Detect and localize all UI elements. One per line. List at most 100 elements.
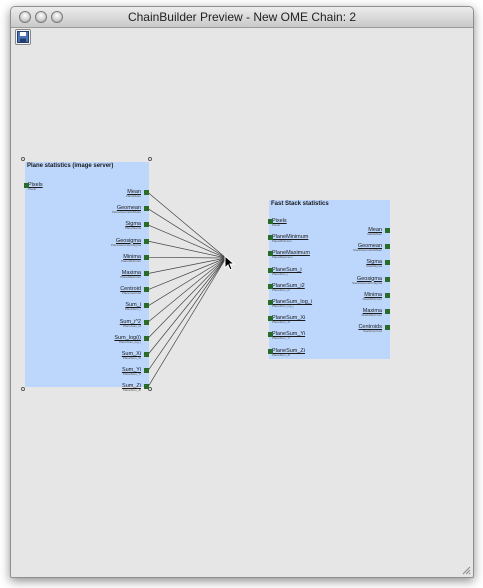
input-port[interactable] — [268, 251, 273, 257]
link-line — [147, 257, 227, 339]
output-port-type: StackGeometricSigma — [352, 280, 382, 285]
output-port-type: PlaneMean — [125, 194, 141, 198]
output-port-label: Geosigma — [115, 237, 141, 244]
input-port[interactable] — [268, 348, 273, 354]
output-port-label: Mean — [368, 227, 382, 233]
output-port-type: PlaneSum_Xi — [122, 356, 141, 360]
output-port-label: Sum_Yi — [121, 367, 141, 374]
output-port-label: Geomean — [116, 205, 141, 212]
output-port-type: PlaneSum_log_i — [119, 339, 141, 344]
output-port-label: Sum_Zi — [122, 383, 141, 390]
zoom-window-button[interactable] — [51, 11, 63, 23]
link-line — [147, 224, 227, 259]
output-port-type: PlaneSum_Yi — [122, 372, 141, 377]
input-port-label: Pixels — [272, 218, 287, 224]
module-title: Fast Stack statistics — [271, 201, 329, 207]
window-title: ChainBuilder Preview - New OME Chain: 2 — [127, 10, 357, 24]
input-port-type: PlaneSum_i — [272, 271, 289, 276]
window-titlebar[interactable]: ChainBuilder Preview - New OME Chain: 2 — [11, 7, 473, 28]
save-button[interactable] — [15, 29, 31, 45]
link-line — [147, 257, 227, 323]
output-port-label: Maxima — [121, 270, 141, 276]
output-port[interactable] — [144, 254, 149, 260]
link-line — [147, 257, 227, 307]
selection-handle[interactable] — [21, 157, 25, 161]
input-port[interactable] — [268, 332, 273, 338]
input-port[interactable] — [268, 235, 273, 241]
input-port-label: PlaneSum_log_i — [272, 299, 313, 305]
link-line — [147, 256, 227, 259]
chainbuilder-window: ChainBuilder Preview - New OME Chain: 2 … — [10, 6, 474, 578]
input-port-type: PlaneSum_Yi — [272, 336, 291, 341]
output-port[interactable] — [144, 222, 149, 228]
close-window-button[interactable] — [19, 11, 31, 23]
selection-handle[interactable] — [21, 387, 25, 391]
input-port[interactable] — [268, 300, 273, 305]
output-port-label: Sum_i — [125, 302, 141, 309]
link-line — [147, 192, 227, 259]
output-port[interactable] — [144, 287, 149, 293]
output-port-type: StackMaximum — [361, 313, 382, 317]
link-line — [147, 257, 227, 371]
link-line — [147, 257, 227, 355]
output-port-label: Sum_log(i) — [114, 334, 141, 341]
output-port-type: PlaneSum_i2 — [123, 323, 141, 328]
output-port-type: StackGeometricMean — [353, 248, 382, 253]
output-port-label: Sigma — [125, 221, 141, 228]
output-port[interactable] — [144, 368, 149, 374]
input-port[interactable] — [268, 316, 273, 322]
link-line — [147, 208, 227, 259]
output-port[interactable] — [144, 384, 149, 390]
selection-handle[interactable] — [148, 157, 152, 161]
output-port-label: Sigma — [366, 259, 382, 266]
output-port[interactable] — [385, 244, 390, 250]
output-port-label: Minima — [123, 253, 141, 260]
link-line — [147, 257, 227, 388]
output-port-label: Maxima — [362, 308, 382, 314]
output-port[interactable] — [144, 319, 149, 325]
output-port[interactable] — [144, 271, 149, 276]
link-line — [147, 257, 227, 291]
input-port-label: PlaneSum_Yi — [272, 331, 306, 338]
input-port-type: PlaneSum_i2 — [272, 287, 290, 292]
output-port-type: StackMean — [366, 232, 382, 236]
output-port[interactable] — [144, 206, 149, 212]
link-line — [147, 257, 227, 274]
input-port[interactable] — [24, 183, 29, 188]
input-port[interactable] — [268, 219, 273, 224]
output-port-type: PlaneMinimum — [121, 258, 141, 263]
output-port[interactable] — [385, 260, 390, 266]
output-port[interactable] — [144, 238, 149, 244]
input-port-label: PlaneSum_i — [272, 266, 302, 273]
input-port[interactable] — [268, 267, 273, 273]
output-port-label: Geomean — [357, 243, 382, 250]
input-port-type: PlaneSum_log_i — [272, 304, 294, 308]
input-port-type: PlaneSum_Zi — [272, 352, 291, 357]
output-port[interactable] — [385, 292, 390, 298]
output-port[interactable] — [385, 309, 390, 314]
resize-grip-icon[interactable] — [461, 565, 471, 575]
input-port-type: Pixels — [28, 187, 37, 191]
input-port[interactable] — [268, 283, 273, 289]
minimize-window-button[interactable] — [35, 11, 47, 23]
output-port-type: PlaneCentroid — [121, 291, 141, 296]
link-line — [147, 240, 227, 259]
output-port[interactable] — [144, 190, 149, 195]
output-port-type: StackMinimum — [362, 296, 382, 301]
output-port[interactable] — [385, 325, 390, 331]
floppy-disk-icon — [17, 31, 29, 43]
output-port-type: PlaneSum_i — [124, 307, 141, 312]
output-port[interactable] — [144, 303, 149, 309]
output-port[interactable] — [385, 276, 390, 282]
output-port[interactable] — [385, 228, 390, 233]
output-port-type: StackCentroid — [363, 329, 382, 334]
output-port[interactable] — [144, 335, 149, 341]
output-port[interactable] — [144, 352, 149, 357]
output-port-label: Sum_Xi — [121, 351, 141, 357]
output-port-label: Mean — [127, 189, 141, 195]
input-port-label: PlaneMaximum — [272, 250, 310, 257]
input-port-label: PlaneSum_i2 — [272, 282, 305, 289]
